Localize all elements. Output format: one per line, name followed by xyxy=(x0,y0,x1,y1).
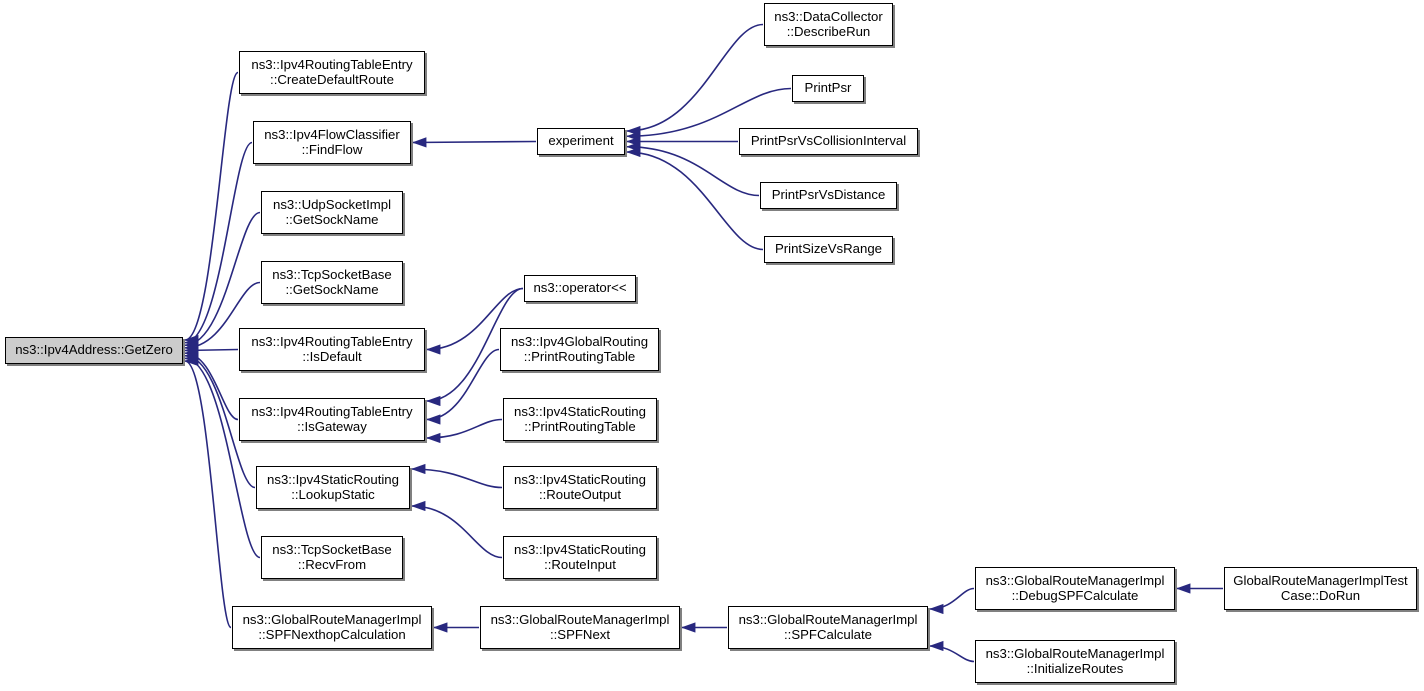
graph-edge-printpsr-to-experiment xyxy=(626,87,792,142)
graph-node-label: PrintPsrVsDistance xyxy=(771,187,886,203)
graph-edge-operatorll-to-isgateway xyxy=(426,287,524,407)
graph-node-createdefault[interactable]: ns3::Ipv4RoutingTableEntry ::CreateDefau… xyxy=(239,51,425,94)
graph-node-experiment[interactable]: experiment xyxy=(537,128,625,155)
graph-edge-debugspf-to-spfcalculate xyxy=(929,587,975,615)
graph-node-label: ns3::GlobalRouteManagerImpl ::Initialize… xyxy=(985,645,1165,676)
graph-node-label: ns3::operator<< xyxy=(533,280,627,296)
graph-edge-operatorll-to-isdefault xyxy=(426,287,524,355)
graph-node-printpsr[interactable]: PrintPsr xyxy=(792,75,864,102)
graph-node-spfcalculate[interactable]: ns3::GlobalRouteManagerImpl ::SPFCalcula… xyxy=(728,606,928,649)
graph-node-spfnext[interactable]: ns3::GlobalRouteManagerImpl ::SPFNext xyxy=(480,606,680,649)
graph-node-printpsrdist[interactable]: PrintPsrVsDistance xyxy=(760,182,897,209)
graph-edge-udpgetsock-to-getzero xyxy=(184,211,261,351)
graph-node-routeinput[interactable]: ns3::Ipv4StaticRouting ::RouteInput xyxy=(503,536,657,579)
graph-node-initroutes[interactable]: ns3::GlobalRouteManagerImpl ::Initialize… xyxy=(975,640,1175,683)
graph-node-debugspf[interactable]: ns3::GlobalRouteManagerImpl ::DebugSPFCa… xyxy=(975,567,1175,610)
graph-node-label: ns3::DataCollector ::DescribeRun xyxy=(774,8,883,39)
graph-edge-describerun-to-experiment xyxy=(626,23,764,137)
graph-node-label: ns3::Ipv4StaticRouting ::PrintRoutingTab… xyxy=(514,403,646,434)
graph-edge-findflow-to-getzero xyxy=(184,141,253,348)
graph-node-label: PrintSizeVsRange xyxy=(774,241,883,257)
graph-node-describerun[interactable]: ns3::DataCollector ::DescribeRun xyxy=(764,3,893,46)
graph-node-label: PrintPsr xyxy=(804,80,852,96)
graph-edge-isdefault-to-getzero xyxy=(184,345,239,356)
graph-node-label: GlobalRouteManagerImplTest Case::DoRun xyxy=(1233,572,1408,603)
graph-node-label: ns3::TcpSocketBase ::RecvFrom xyxy=(272,541,392,572)
graph-node-label: ns3::Ipv4Address::GetZero xyxy=(15,342,173,358)
graph-edge-recvfrom-to-getzero xyxy=(184,353,261,559)
graph-node-spfnexthop[interactable]: ns3::GlobalRouteManagerImpl ::SPFNexthop… xyxy=(232,606,432,649)
graph-edge-printsizerange-to-experiment xyxy=(626,146,764,251)
graph-node-label: ns3::Ipv4StaticRouting ::LookupStatic xyxy=(267,471,399,502)
graph-node-globalprint[interactable]: ns3::Ipv4GlobalRouting ::PrintRoutingTab… xyxy=(500,328,659,371)
graph-node-dorun[interactable]: GlobalRouteManagerImplTest Case::DoRun xyxy=(1224,567,1417,610)
graph-edge-printpsrdist-to-experiment xyxy=(626,141,760,197)
graph-node-getzero[interactable]: ns3::Ipv4Address::GetZero xyxy=(5,337,183,364)
graph-edge-globalprint-to-isgateway xyxy=(426,348,500,425)
graph-node-staticprint[interactable]: ns3::Ipv4StaticRouting ::PrintRoutingTab… xyxy=(503,398,657,441)
graph-node-lookupstatic[interactable]: ns3::Ipv4StaticRouting ::LookupStatic xyxy=(256,466,410,509)
graph-edge-initroutes-to-spfcalculate xyxy=(929,640,975,663)
graph-node-printpsrcoll[interactable]: PrintPsrVsCollisionInterval xyxy=(739,128,918,155)
graph-node-label: ns3::GlobalRouteManagerImpl ::DebugSPFCa… xyxy=(985,572,1165,603)
graph-node-label: ns3::Ipv4GlobalRouting ::PrintRoutingTab… xyxy=(510,333,649,364)
graph-node-label: PrintPsrVsCollisionInterval xyxy=(750,133,907,149)
graph-edge-routeinput-to-lookupstatic xyxy=(411,500,503,559)
graph-node-label: ns3::Ipv4StaticRouting ::RouteOutput xyxy=(514,471,646,502)
graph-node-udpgetsock[interactable]: ns3::UdpSocketImpl ::GetSockName xyxy=(261,191,403,234)
graph-edge-experiment-to-findflow xyxy=(412,137,537,148)
graph-node-label: ns3::Ipv4RoutingTableEntry ::CreateDefau… xyxy=(251,56,413,87)
graph-node-printsizerange[interactable]: PrintSizeVsRange xyxy=(764,236,893,263)
graph-node-routeoutput[interactable]: ns3::Ipv4StaticRouting ::RouteOutput xyxy=(503,466,657,509)
graph-node-operatorll[interactable]: ns3::operator<< xyxy=(524,275,636,302)
graph-node-findflow[interactable]: ns3::Ipv4FlowClassifier ::FindFlow xyxy=(253,121,411,164)
graph-node-isgateway[interactable]: ns3::Ipv4RoutingTableEntry ::IsGateway xyxy=(239,398,425,441)
graph-edge-createdefault-to-getzero xyxy=(184,71,239,345)
graph-node-label: experiment xyxy=(548,133,614,149)
graph-edge-isgateway-to-getzero xyxy=(184,348,239,421)
graph-node-isdefault[interactable]: ns3::Ipv4RoutingTableEntry ::IsDefault xyxy=(239,328,425,371)
graph-node-label: ns3::Ipv4RoutingTableEntry ::IsDefault xyxy=(251,333,413,364)
graph-node-label: ns3::Ipv4FlowClassifier ::FindFlow xyxy=(264,126,400,157)
graph-node-recvfrom[interactable]: ns3::TcpSocketBase ::RecvFrom xyxy=(261,536,403,579)
graph-node-label: ns3::GlobalRouteManagerImpl ::SPFCalcula… xyxy=(738,611,918,642)
graph-node-label: ns3::GlobalRouteManagerImpl ::SPFNext xyxy=(490,611,670,642)
graph-node-tcpgetsock[interactable]: ns3::TcpSocketBase ::GetSockName xyxy=(261,261,403,304)
graph-edge-spfnexthop-to-getzero xyxy=(184,356,232,629)
graph-edge-staticprint-to-isgateway xyxy=(426,418,503,444)
graph-node-label: ns3::Ipv4StaticRouting ::RouteInput xyxy=(514,541,646,572)
graph-node-label: ns3::TcpSocketBase ::GetSockName xyxy=(272,266,392,297)
graph-node-label: ns3::UdpSocketImpl ::GetSockName xyxy=(272,196,391,227)
graph-edge-routeoutput-to-lookupstatic xyxy=(411,463,503,489)
graph-node-label: ns3::GlobalRouteManagerImpl ::SPFNexthop… xyxy=(242,611,422,642)
graph-node-label: ns3::Ipv4RoutingTableEntry ::IsGateway xyxy=(251,403,413,434)
